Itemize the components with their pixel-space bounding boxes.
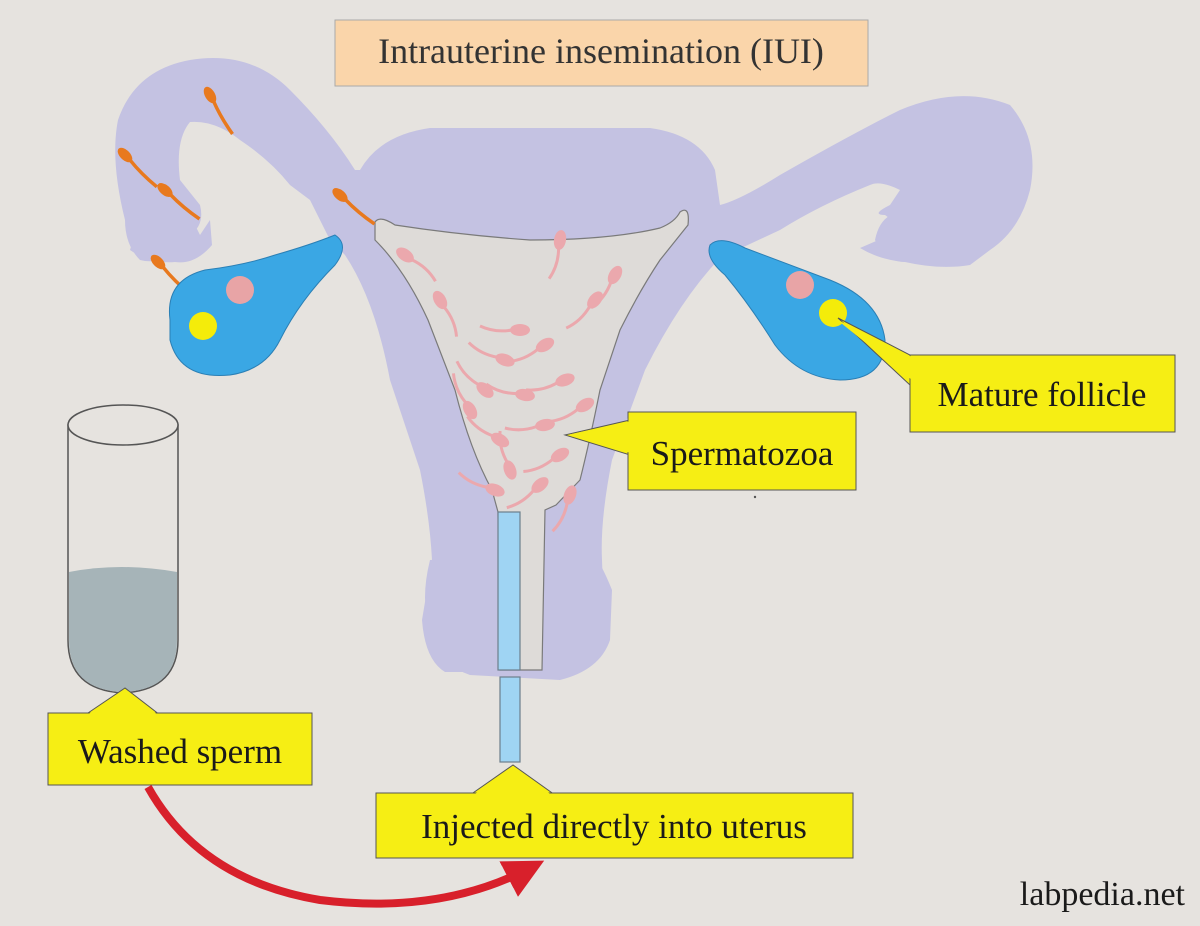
catheter	[497, 511, 521, 763]
ovary-left	[168, 234, 343, 377]
ovary-right	[708, 240, 886, 381]
page-title: Intrauterine insemination (IUI)	[378, 31, 824, 71]
immature-follicle-left	[226, 276, 254, 304]
transfer-arrow	[144, 785, 545, 908]
label-injected: Injected directly into uterus	[421, 807, 807, 846]
label-mature-follicle: Mature follicle	[938, 375, 1147, 414]
title-box: Intrauterine insemination (IUI)	[334, 19, 869, 87]
label-washed-sperm: Washed sperm	[78, 732, 282, 771]
callout-washed-sperm: Washed sperm	[47, 687, 313, 786]
callout-injected: Injected directly into uterus	[375, 764, 854, 859]
washed-sperm-liquid	[69, 567, 177, 692]
callout-mature-follicle: Mature follicle	[836, 317, 1176, 433]
watermark: labpedia.net	[1020, 876, 1186, 913]
mature-follicle-left	[189, 312, 217, 340]
stray-dot	[753, 495, 757, 499]
immature-follicle-right	[786, 271, 814, 299]
test-tube	[67, 404, 179, 694]
callout-spermatozoa: Spermatozoa	[563, 411, 857, 491]
label-spermatozoa: Spermatozoa	[651, 434, 834, 473]
